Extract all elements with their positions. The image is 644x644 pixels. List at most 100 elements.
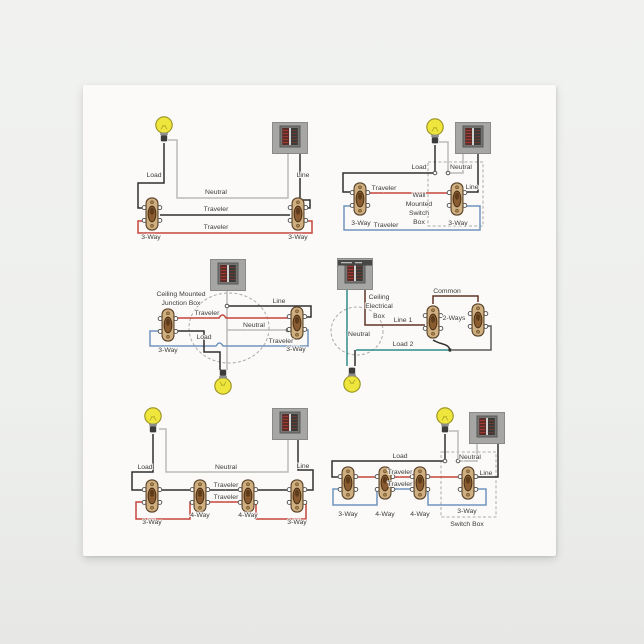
- label-switch4: 3-Way: [457, 508, 477, 515]
- breaker-panel-icon: [272, 408, 308, 440]
- label-box-line4: Box: [413, 219, 425, 226]
- label-switch-left: 3-Way: [351, 220, 371, 227]
- diagram-bottom-right: Load Neutral Traveler Traveler Line 3-Wa…: [331, 407, 505, 529]
- label-traveler-top: Traveler: [388, 469, 413, 476]
- load-wire: [137, 143, 165, 209]
- toggle-switch-icon: [237, 479, 259, 513]
- line-wire: [299, 154, 311, 209]
- traveler-loop-blue-3: [427, 488, 487, 506]
- neutral-wire-bulb: [439, 141, 449, 173]
- label-box-line1: Ceiling Mounted: [156, 291, 205, 298]
- label-common: Common: [433, 288, 461, 295]
- neutral-wire: [168, 139, 289, 199]
- junction-box-outline: [188, 292, 270, 364]
- return-wire-dark: [452, 325, 492, 351]
- label-box-line1: Ceiling: [369, 294, 390, 301]
- line-wire: [465, 154, 479, 193]
- load-wire: [131, 434, 154, 491]
- label-traveler-top: Traveler: [214, 482, 239, 489]
- label-switch1: 3-Way: [142, 519, 162, 526]
- label-traveler-bottom: Traveler: [388, 481, 413, 488]
- label-switch-box: Switch Box: [450, 521, 484, 528]
- label-load: Load: [146, 172, 161, 179]
- label-neutral: Neutral: [459, 454, 481, 461]
- neutral-wire-bulb: [449, 430, 459, 461]
- junction-node: [432, 170, 438, 176]
- label-neutral: Neutral: [348, 331, 370, 338]
- load-wire: [176, 330, 221, 370]
- breaker-panel-icon: [469, 412, 505, 444]
- label-switch-left: 3-Way: [141, 234, 161, 241]
- switch-return-wire: [432, 339, 451, 351]
- traveler-wire-red: [176, 314, 289, 319]
- traveler-wire-blue: [149, 329, 309, 347]
- light-bulb-icon: [214, 369, 232, 395]
- label-switch-left: 3-Way: [158, 347, 178, 354]
- label-switch1: 3-Way: [338, 511, 358, 518]
- label-switch3: 4-Way: [410, 511, 430, 518]
- label-neutral: Neutral: [205, 189, 227, 196]
- toggle-switch-icon: [422, 305, 444, 339]
- toggle-switch-icon: [286, 306, 308, 340]
- junction-node: [455, 458, 461, 464]
- switch-box-outline: [440, 451, 497, 518]
- label-line: Line: [480, 470, 493, 477]
- ceiling-box-outline: [330, 306, 384, 356]
- breaker-panel-icon: [455, 122, 491, 154]
- label-load: Load: [196, 334, 211, 341]
- panel-banner-text-mark: [355, 262, 362, 264]
- label-traveler-bottom: Traveler: [214, 494, 239, 501]
- line1-wire-brown: [364, 290, 425, 326]
- label-box-line2: Electrical: [365, 303, 393, 310]
- traveler-wire-blue: [343, 205, 481, 231]
- label-line: Line: [466, 184, 479, 191]
- neutral-wire-panel: [460, 444, 478, 462]
- label-line1: Line 1: [394, 317, 413, 324]
- diagram-top-right: Load Neutral Traveler Line Wall Mounted …: [342, 118, 491, 231]
- toggle-switch-icon: [446, 182, 468, 216]
- label-traveler-top: Traveler: [195, 310, 220, 317]
- label-traveler-bottom: Traveler: [269, 338, 294, 345]
- label-load: Load: [411, 164, 426, 171]
- breaker-panel-icon: [210, 259, 246, 291]
- junction-dot: [448, 348, 452, 352]
- label-line: Line: [297, 172, 310, 179]
- line-wire: [297, 440, 314, 491]
- label-traveler-bottom: Traveler: [374, 222, 399, 229]
- label-switch3: 4-Way: [238, 512, 258, 519]
- traveler-loop-blue-1: [332, 488, 378, 506]
- diagram-bottom-left: Load Neutral Line Traveler Traveler 3-Wa…: [131, 407, 314, 527]
- label-traveler-top: Traveler: [204, 206, 229, 213]
- label-box-line3: Box: [373, 313, 385, 320]
- label-switch2: 4-Way: [190, 512, 210, 519]
- label-switch-right: 3-Way: [286, 346, 306, 353]
- label-switch-right: 3-Way: [448, 220, 468, 227]
- label-box-line3: Switch: [409, 210, 429, 217]
- neutral-wire-panel: [450, 154, 464, 174]
- load-wire: [331, 434, 446, 478]
- light-bulb-icon: [426, 118, 444, 144]
- label-two-ways: 2-Ways: [443, 315, 466, 322]
- light-bulb-icon: [155, 116, 173, 142]
- breaker-panel-icon: [272, 122, 308, 154]
- panel-banner-text-mark: [341, 262, 352, 264]
- light-bulb-icon: [436, 407, 454, 433]
- label-box-line1: Wall: [413, 192, 426, 199]
- label-switch4: 3-Way: [287, 519, 307, 526]
- light-bulb-icon: [343, 367, 361, 393]
- toggle-switch-icon: [157, 308, 179, 342]
- light-bulb-icon: [144, 407, 162, 433]
- label-switch2: 4-Way: [375, 511, 395, 518]
- toggle-switch-icon: [457, 466, 479, 500]
- toggle-switch-icon: [141, 197, 163, 231]
- junction-node: [442, 458, 448, 464]
- line-wire: [229, 305, 312, 318]
- junction-node: [224, 303, 230, 309]
- junction-node: [445, 170, 451, 176]
- traveler-wire-red: [137, 220, 313, 234]
- diagram-top-left: Load Line Neutral Traveler Traveler 3-Wa…: [137, 116, 313, 242]
- toggle-switch-icon: [286, 479, 308, 513]
- line-wire: [476, 444, 499, 478]
- label-load: Load: [137, 464, 152, 471]
